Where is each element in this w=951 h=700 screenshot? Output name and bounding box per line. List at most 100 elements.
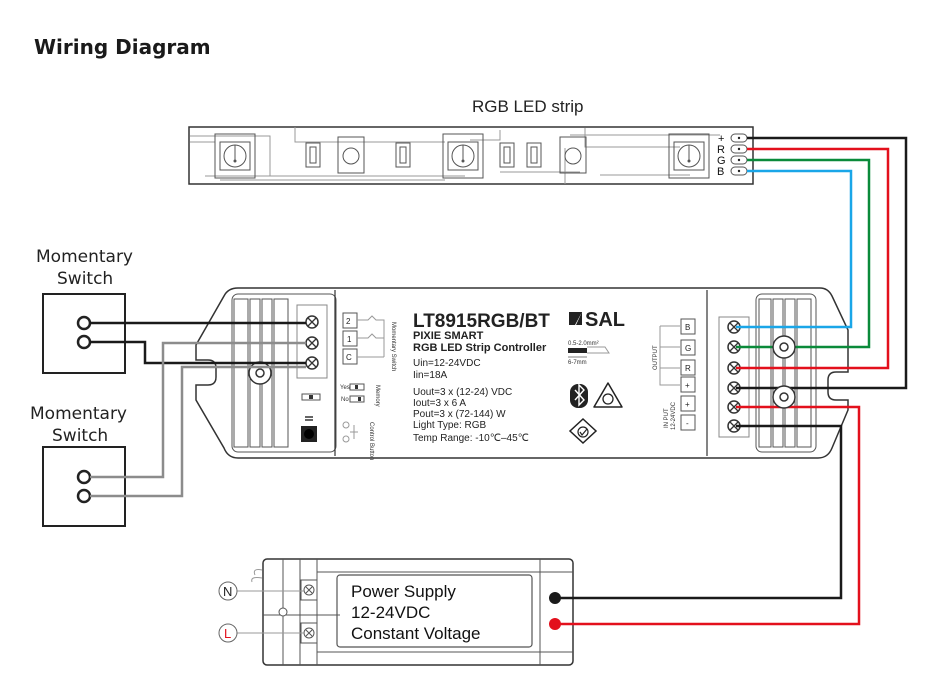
neutral-label: N (223, 584, 232, 599)
controller-subtitle-2: RGB LED Strip Controller (413, 342, 547, 354)
led-chip (442, 133, 484, 179)
switch-1-terminal (76, 334, 92, 350)
input-pin-minus: - (686, 419, 689, 428)
wire-gauge-label: 0.5-2.0mm² (568, 341, 599, 347)
power-supply-label-box (336, 574, 533, 648)
mounting-hole (772, 335, 796, 359)
controller-left-heatsink (231, 293, 337, 453)
sal-logo-icon: SAL (569, 309, 625, 331)
wire-blue (736, 169, 853, 329)
brand-name: SAL (585, 309, 625, 331)
controller-right-heatsink (755, 293, 817, 453)
switch-caption: Momentary Switch (390, 322, 396, 371)
momentary-switch-1: Momentary Switch (36, 247, 133, 374)
led-strip-label: RGB LED strip (472, 97, 583, 116)
strip-pin-b-label: B (717, 166, 724, 178)
resistor (526, 142, 542, 168)
momentary-switch-2: Momentary Switch (30, 404, 127, 527)
diode (559, 136, 587, 174)
strip-traces (190, 127, 720, 184)
neutral-terminal-icon (218, 581, 238, 601)
wire-green (736, 158, 871, 349)
spec-temp-range: Temp Range: -10℃–45℃ (413, 433, 529, 444)
resistor (305, 142, 321, 168)
led-chip (668, 133, 710, 179)
switch-2-terminal (76, 469, 92, 485)
diode (337, 136, 365, 174)
switch-pin-1: 1 (347, 335, 352, 344)
power-supply-type: Constant Voltage (351, 624, 480, 643)
wire-switch2-a (90, 341, 306, 479)
led-chip (214, 133, 256, 179)
switch-1-box (42, 293, 126, 374)
memory-no-label: No (341, 397, 349, 403)
wires (90, 136, 908, 626)
switch-2-label-line2: Switch (52, 426, 108, 446)
memory-dip-switch[interactable] (301, 393, 321, 401)
triangle-compliance-icon (593, 382, 623, 408)
switch-1-label-line2: Switch (57, 269, 113, 289)
spec-iin: Iin=18A (413, 370, 448, 381)
live-terminal-icon (218, 623, 238, 643)
input-pin-plus: + (685, 400, 690, 409)
output-terminal-block (718, 316, 750, 438)
output-pin-b: B (685, 323, 690, 332)
strip-length-label: 6-7mm (568, 360, 587, 366)
spec-uout: Uout=3 x (12-24) VDC (413, 387, 512, 398)
spec-light-type: Light Type: RGB (413, 420, 487, 431)
control-button-caption: Control Button (368, 422, 374, 460)
power-supply-title: Power Supply (351, 582, 456, 601)
strip-pin-plus-label: + (718, 133, 724, 145)
switch-terminal-screws (305, 315, 319, 370)
power-supply-voltage: 12-24VDC (351, 603, 430, 622)
switch-1-label-line1: Momentary (36, 247, 133, 267)
controller-label-panel: 2 1 C Momentary Switch Yes No Memory Con… (340, 309, 696, 460)
switch-schematic (357, 315, 385, 358)
memory-yes-label: Yes (340, 385, 350, 391)
bluetooth-icon (570, 383, 588, 408)
controller-subtitle-1: PIXIE SMART (413, 330, 484, 342)
switch-terminal-block (296, 304, 328, 379)
output-pin-plus: + (685, 381, 690, 390)
resistor (499, 142, 515, 168)
spec-iout: Iout=3 x 6 A (413, 398, 466, 409)
input-caption-2: 12-24VDC (671, 401, 677, 430)
output-pin-g: G (685, 344, 691, 353)
wire-red (736, 147, 890, 370)
output-terminal-screws (727, 320, 741, 433)
rgb-led-strip: RGB LED strip (188, 97, 754, 185)
strip-pin-r-label: R (717, 144, 725, 156)
spec-uin: Uin=12-24VDC (413, 358, 481, 369)
wire-switch1-b (90, 340, 306, 365)
strip-pin-g-label: G (717, 155, 726, 167)
switch-2-terminal (76, 488, 92, 504)
rcm-check-icon (568, 417, 598, 445)
output-pin-r: R (685, 364, 691, 373)
wire-ps-black (555, 424, 843, 600)
power-supply-housing (262, 558, 574, 666)
controller-housing (195, 287, 849, 459)
memory-caption: Memory (374, 385, 380, 407)
switch-2-box (42, 446, 126, 527)
switch-1-terminal (76, 315, 92, 331)
wire-ps-red (555, 405, 861, 626)
input-caption-1: IN PUT (664, 408, 670, 428)
switch-pin-c: C (346, 353, 352, 362)
mounting-hole (772, 385, 796, 409)
page-title: Wiring Diagram (34, 35, 211, 59)
wire-strip-icon (568, 348, 587, 353)
output-pin-labels: B G R + + - (680, 318, 696, 431)
output-caption: OUTPUT (653, 345, 659, 370)
spec-pout: Pout=3 x (72-144) W (413, 409, 506, 420)
resistor (395, 142, 411, 168)
live-label: L (224, 626, 231, 641)
controller-lt8915: 2 1 C Momentary Switch Yes No Memory Con… (195, 287, 849, 460)
switch-pin-2: 2 (346, 317, 351, 326)
output-schematic (659, 325, 680, 386)
wire-plus-black (736, 136, 908, 390)
wire-switch2-b (90, 365, 306, 498)
power-supply: Power Supply 12-24VDC Constant Voltage N… (218, 558, 574, 666)
switch-2-label-line1: Momentary (30, 404, 127, 424)
controller-model: LT8915RGB/BT (413, 311, 550, 332)
